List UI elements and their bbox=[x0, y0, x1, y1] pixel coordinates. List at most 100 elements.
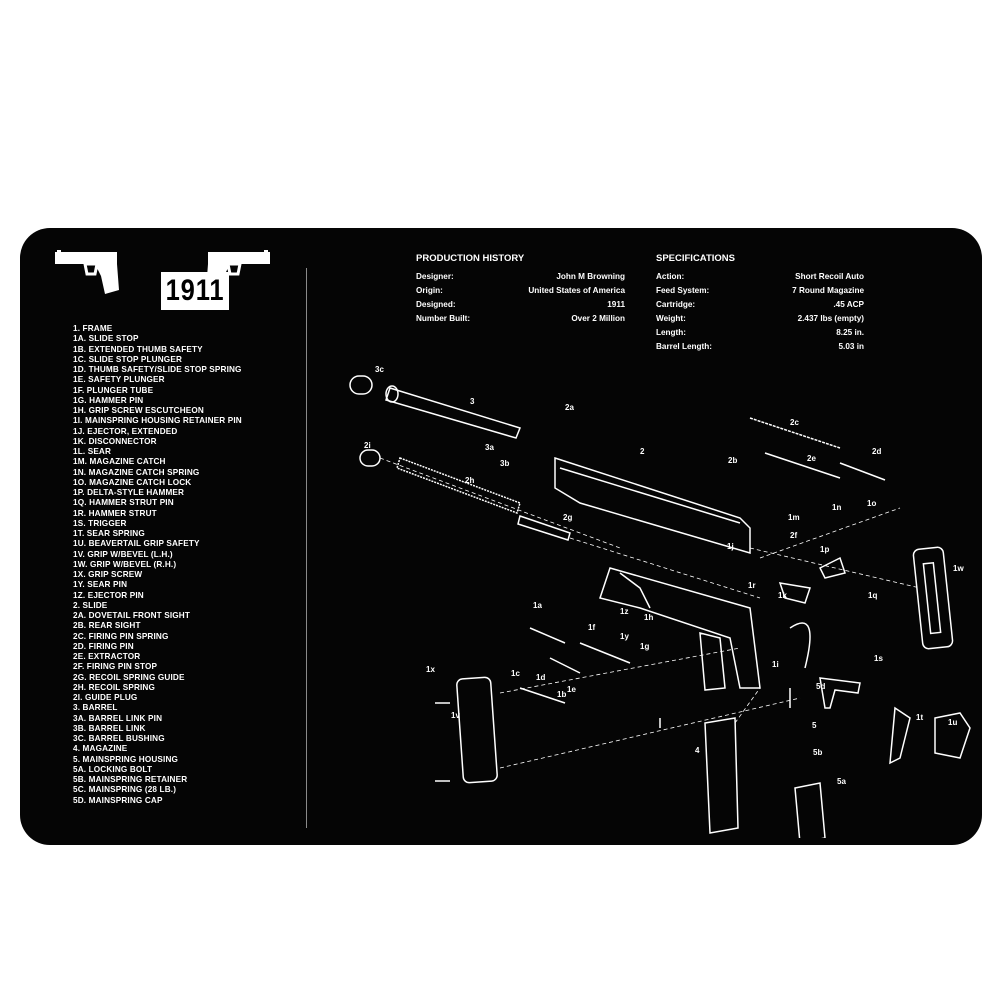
parts-list-item: 1V. GRIP W/BEVEL (L.H.) bbox=[73, 549, 173, 559]
assembly-lines bbox=[379, 457, 921, 769]
spec-row: Feed System:7 Round Magazine bbox=[656, 286, 864, 298]
part-label: 3 bbox=[470, 397, 475, 406]
barrel-bushing-shape bbox=[349, 375, 373, 395]
parts-list-item: 1O. MAGAZINE CATCH LOCK bbox=[73, 477, 192, 487]
part-label: 4 bbox=[695, 746, 700, 755]
parts-list-item: 5A. LOCKING BOLT bbox=[73, 764, 153, 774]
spec-value: United States of America bbox=[528, 286, 625, 295]
parts-list-item: 2D. FIRING PIN bbox=[73, 641, 134, 651]
part-label: 1f bbox=[588, 623, 595, 632]
parts-list-item: 1X. GRIP SCREW bbox=[73, 570, 143, 579]
spec-key: Barrel Length: bbox=[656, 342, 712, 351]
parts-list-item: 4. MAGAZINE bbox=[73, 744, 128, 754]
parts-list-item: 5D. MAINSPRING CAP bbox=[73, 795, 163, 805]
parts-list-item: 1D. THUMB SAFETY/SLIDE STOP SPRING bbox=[73, 365, 242, 374]
parts-list-item: 1R. HAMMER STRUT bbox=[73, 508, 157, 518]
part-label: 1m bbox=[788, 513, 800, 522]
part-label: 1r bbox=[748, 581, 756, 590]
spec-value: John M Browning bbox=[556, 272, 625, 281]
spec-value: 7 Round Magazine bbox=[792, 286, 864, 295]
recoil-spring-guide-shape bbox=[517, 515, 571, 541]
slide-shape bbox=[554, 456, 751, 555]
part-label: 2 bbox=[640, 447, 645, 456]
spec-value: 1911 bbox=[607, 300, 625, 309]
part-label: 1t bbox=[916, 713, 923, 722]
parts-list-item: 5C. MAINSPRING (28 LB.) bbox=[73, 785, 177, 795]
parts-list-item: 3. BARREL bbox=[73, 703, 118, 713]
spec-row: Cartridge:.45 ACP bbox=[656, 300, 864, 312]
part-label: 1p bbox=[820, 545, 829, 554]
part-label: 2c bbox=[790, 418, 799, 427]
spec-row: Designed: 1911 bbox=[416, 300, 625, 312]
production-history-title: PRODUCTION HISTORY bbox=[416, 253, 525, 264]
part-label: 2g bbox=[563, 513, 572, 522]
specifications-title: SPECIFICATIONS bbox=[656, 253, 735, 264]
part-label: 2i bbox=[364, 441, 371, 450]
parts-list-item: 2I. GUIDE PLUG bbox=[73, 693, 138, 702]
part-label: 1e bbox=[567, 685, 576, 694]
recoil-spring-shape bbox=[396, 457, 521, 514]
grip-safety-shape bbox=[889, 706, 911, 765]
part-label: 1y bbox=[620, 632, 629, 641]
spec-row: Origin:United States of America bbox=[416, 286, 625, 298]
part-label: 2a bbox=[565, 403, 574, 412]
hammer-shape bbox=[934, 712, 971, 759]
parts-list-item: 1B. EXTENDED THUMB SAFETY bbox=[73, 344, 203, 354]
part-label: 5d bbox=[816, 682, 825, 691]
parts-list-item: 1W. GRIP W/BEVEL (R.H.) bbox=[73, 559, 177, 569]
spec-row: Action:Short Recoil Auto bbox=[656, 272, 864, 284]
model-title: 1911 bbox=[161, 272, 229, 310]
spec-key: Weight: bbox=[656, 314, 686, 323]
spec-row: Barrel Length:5.03 in bbox=[656, 342, 864, 354]
spec-value: 2.437 lbs (empty) bbox=[797, 314, 864, 323]
part-label: 3c bbox=[375, 365, 384, 374]
spec-row: Designer:John M Browning bbox=[416, 272, 625, 284]
spec-row: Length:8.25 in. bbox=[656, 328, 864, 340]
parts-list-item: 2G. RECOIL SPRING GUIDE bbox=[73, 672, 185, 682]
spec-key: Designed: bbox=[416, 300, 456, 309]
part-label: 1h bbox=[644, 613, 653, 622]
parts-list-item: 2. SLIDE bbox=[73, 600, 108, 610]
parts-list-item: 1N. MAGAZINE CATCH SPRING bbox=[73, 467, 200, 477]
part-label: 1g bbox=[640, 642, 649, 651]
parts-list-item: 1Z. EJECTOR PIN bbox=[73, 590, 144, 600]
parts-list-item: 1I. MAINSPRING HOUSING RETAINER PIN bbox=[73, 416, 242, 426]
part-label: 5 bbox=[812, 721, 817, 730]
parts-list-item: 1M. MAGAZINE CATCH bbox=[73, 457, 166, 467]
parts-list-item: 1E. SAFETY PLUNGER bbox=[73, 375, 165, 385]
part-label: 2h bbox=[465, 476, 474, 485]
part-label: 1b bbox=[557, 690, 566, 699]
part-label: 1i bbox=[772, 660, 779, 669]
part-label: 3a bbox=[485, 443, 494, 452]
part-label: 2f bbox=[790, 531, 797, 540]
parts-list-item: 2H. RECOIL SPRING bbox=[73, 682, 156, 692]
model-logo: 1911 bbox=[55, 246, 270, 310]
parts-list-item: 1J. EJECTOR, EXTENDED bbox=[73, 426, 178, 436]
part-label: 2b bbox=[728, 456, 737, 465]
trigger-shape bbox=[819, 677, 861, 709]
parts-list-item: 1H. GRIP SCREW ESCUTCHEON bbox=[73, 406, 204, 415]
parts-list-item: 1P. DELTA-STYLE HAMMER bbox=[73, 488, 185, 497]
parts-list-item: 2B. REAR SIGHT bbox=[73, 621, 141, 631]
frame-shape bbox=[599, 567, 761, 689]
right-grip-shape bbox=[912, 546, 954, 650]
parts-list-item: 3B. BARREL LINK bbox=[73, 723, 146, 733]
spec-value: .45 ACP bbox=[833, 300, 864, 309]
spec-value: 8.25 in. bbox=[836, 328, 864, 337]
part-label: 1a bbox=[533, 601, 542, 610]
part-label: 1u bbox=[948, 718, 957, 727]
part-label: 1z bbox=[620, 607, 628, 616]
spec-value: Over 2 Million bbox=[571, 314, 625, 323]
part-label: 1n bbox=[832, 503, 841, 512]
parts-list-item: 2C. FIRING PIN SPRING bbox=[73, 631, 169, 641]
part-label: 1d bbox=[536, 673, 545, 682]
firing-pin-shape bbox=[764, 452, 841, 479]
guide-plug-shape bbox=[359, 449, 381, 467]
part-label: 1j bbox=[727, 542, 734, 551]
parts-list-item: 3A. BARREL LINK PIN bbox=[73, 713, 163, 723]
spec-row: Number Built:Over 2 Million bbox=[416, 314, 625, 326]
magazine-shape bbox=[704, 717, 739, 834]
parts-list-item: 1K. DISCONNECTOR bbox=[73, 436, 157, 446]
